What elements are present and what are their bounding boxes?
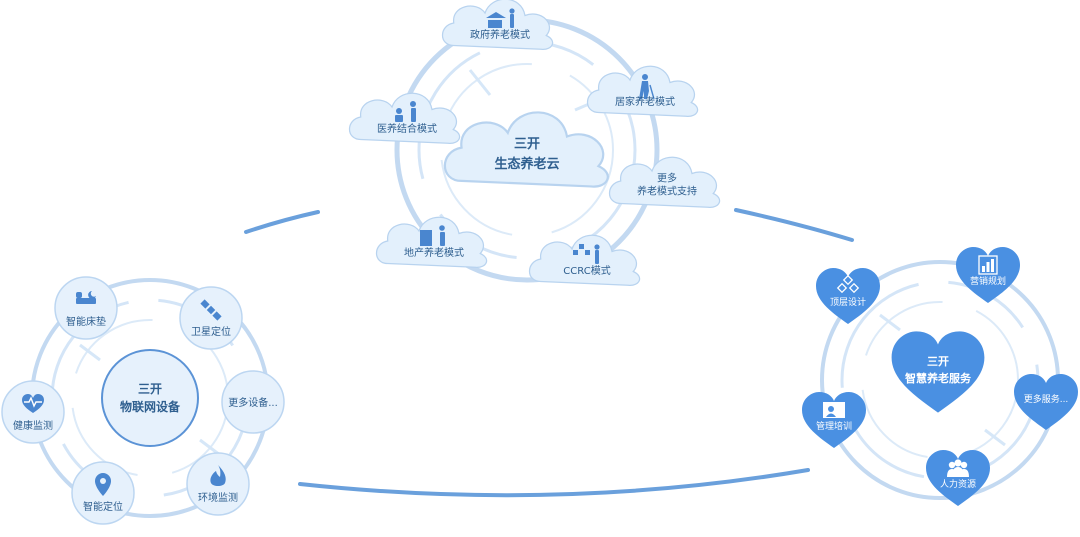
connector-left-top [244, 210, 320, 234]
left-center-subtitle: 物联网设备 [120, 399, 181, 414]
top-node-label-line-1: 更多 [657, 172, 677, 185]
flame-icon [210, 465, 226, 486]
cloud-node-shape [348, 92, 461, 144]
cloud-node-shape [528, 234, 641, 286]
right-node-4[interactable]: 管理培训 [802, 392, 866, 448]
left-node-label: 智能定位 [83, 500, 123, 513]
left-node-label: 环境监测 [198, 491, 238, 504]
top-node-6[interactable]: 医养结合模式 [348, 92, 461, 144]
left-node-4[interactable]: 环境监测 [186, 452, 250, 516]
right-node-2[interactable]: 更多服务... [1014, 374, 1078, 430]
circle-node-shape [54, 276, 118, 340]
blocks-icon [836, 274, 860, 294]
top-node-5[interactable]: 地产养老模式 [375, 216, 488, 268]
medical-elder-icon [395, 101, 416, 122]
ccrc-elder-icon [573, 244, 600, 264]
top-node-label: 居家养老模式 [615, 95, 675, 108]
circle-node-shape [221, 370, 285, 434]
bar-chart-icon [978, 255, 998, 275]
right-node-label: 更多服务... [1024, 393, 1069, 405]
right-center-subtitle: 智慧养老服务 [905, 371, 972, 385]
left-node-label: 健康监测 [13, 419, 53, 432]
top-node-label-line-2: 养老模式支持 [637, 185, 697, 198]
left-node-6[interactable]: 健康监测 [1, 380, 65, 444]
top-node-2[interactable]: 居家养老模式 [586, 65, 699, 117]
right-center-title: 三开 [927, 355, 949, 368]
right-node-3[interactable]: 人力资源 [926, 450, 990, 506]
left-node-label: 智能床垫 [66, 315, 106, 328]
right-node-label: 人力资源 [940, 478, 976, 490]
heart-node-shape [802, 392, 866, 448]
top-node-label: 医养结合模式 [377, 122, 437, 135]
right-node-label: 管理培训 [816, 420, 852, 432]
government-elder-icon [486, 8, 515, 28]
bed-icon [76, 291, 96, 304]
left-node-label: 更多设备... [228, 396, 278, 409]
heart-pulse-icon [22, 394, 44, 413]
building-elder-icon [420, 225, 445, 246]
left-node-label: 卫星定位 [191, 325, 231, 338]
people-icon [947, 459, 969, 477]
left-node-2[interactable]: 卫星定位 [179, 286, 243, 350]
connector-bottom [298, 468, 810, 498]
left-center-title: 三开 [138, 382, 162, 396]
circle-node-shape [179, 286, 243, 350]
connector-top-right [734, 208, 854, 242]
left-node-1[interactable]: 智能床垫 [54, 276, 118, 340]
elder-walking-icon [639, 74, 655, 100]
top-node-1[interactable]: 政府养老模式 [441, 0, 554, 50]
satellite-icon [200, 299, 222, 321]
top-center-subtitle: 生态养老云 [494, 156, 559, 172]
left-center-circle [101, 349, 199, 447]
right-node-5[interactable]: 顶层设计 [816, 268, 880, 324]
right-node-1[interactable]: 营销规划 [956, 247, 1020, 303]
top-node-label: 政府养老模式 [470, 28, 530, 41]
connector-arcs [244, 208, 854, 498]
left-node-3[interactable]: 更多设备... [221, 370, 285, 434]
training-screen-icon [823, 402, 845, 418]
location-pin-icon [95, 473, 111, 496]
right-node-label: 顶层设计 [830, 296, 866, 308]
top-node-label: CCRC模式 [563, 264, 610, 277]
top-center-title: 三开 [514, 137, 540, 152]
left-node-5[interactable]: 智能定位 [71, 461, 135, 525]
top-node-label: 地产养老模式 [404, 246, 464, 259]
right-node-label: 营销规划 [970, 275, 1006, 287]
top-node-4[interactable]: CCRC模式 [528, 234, 641, 286]
